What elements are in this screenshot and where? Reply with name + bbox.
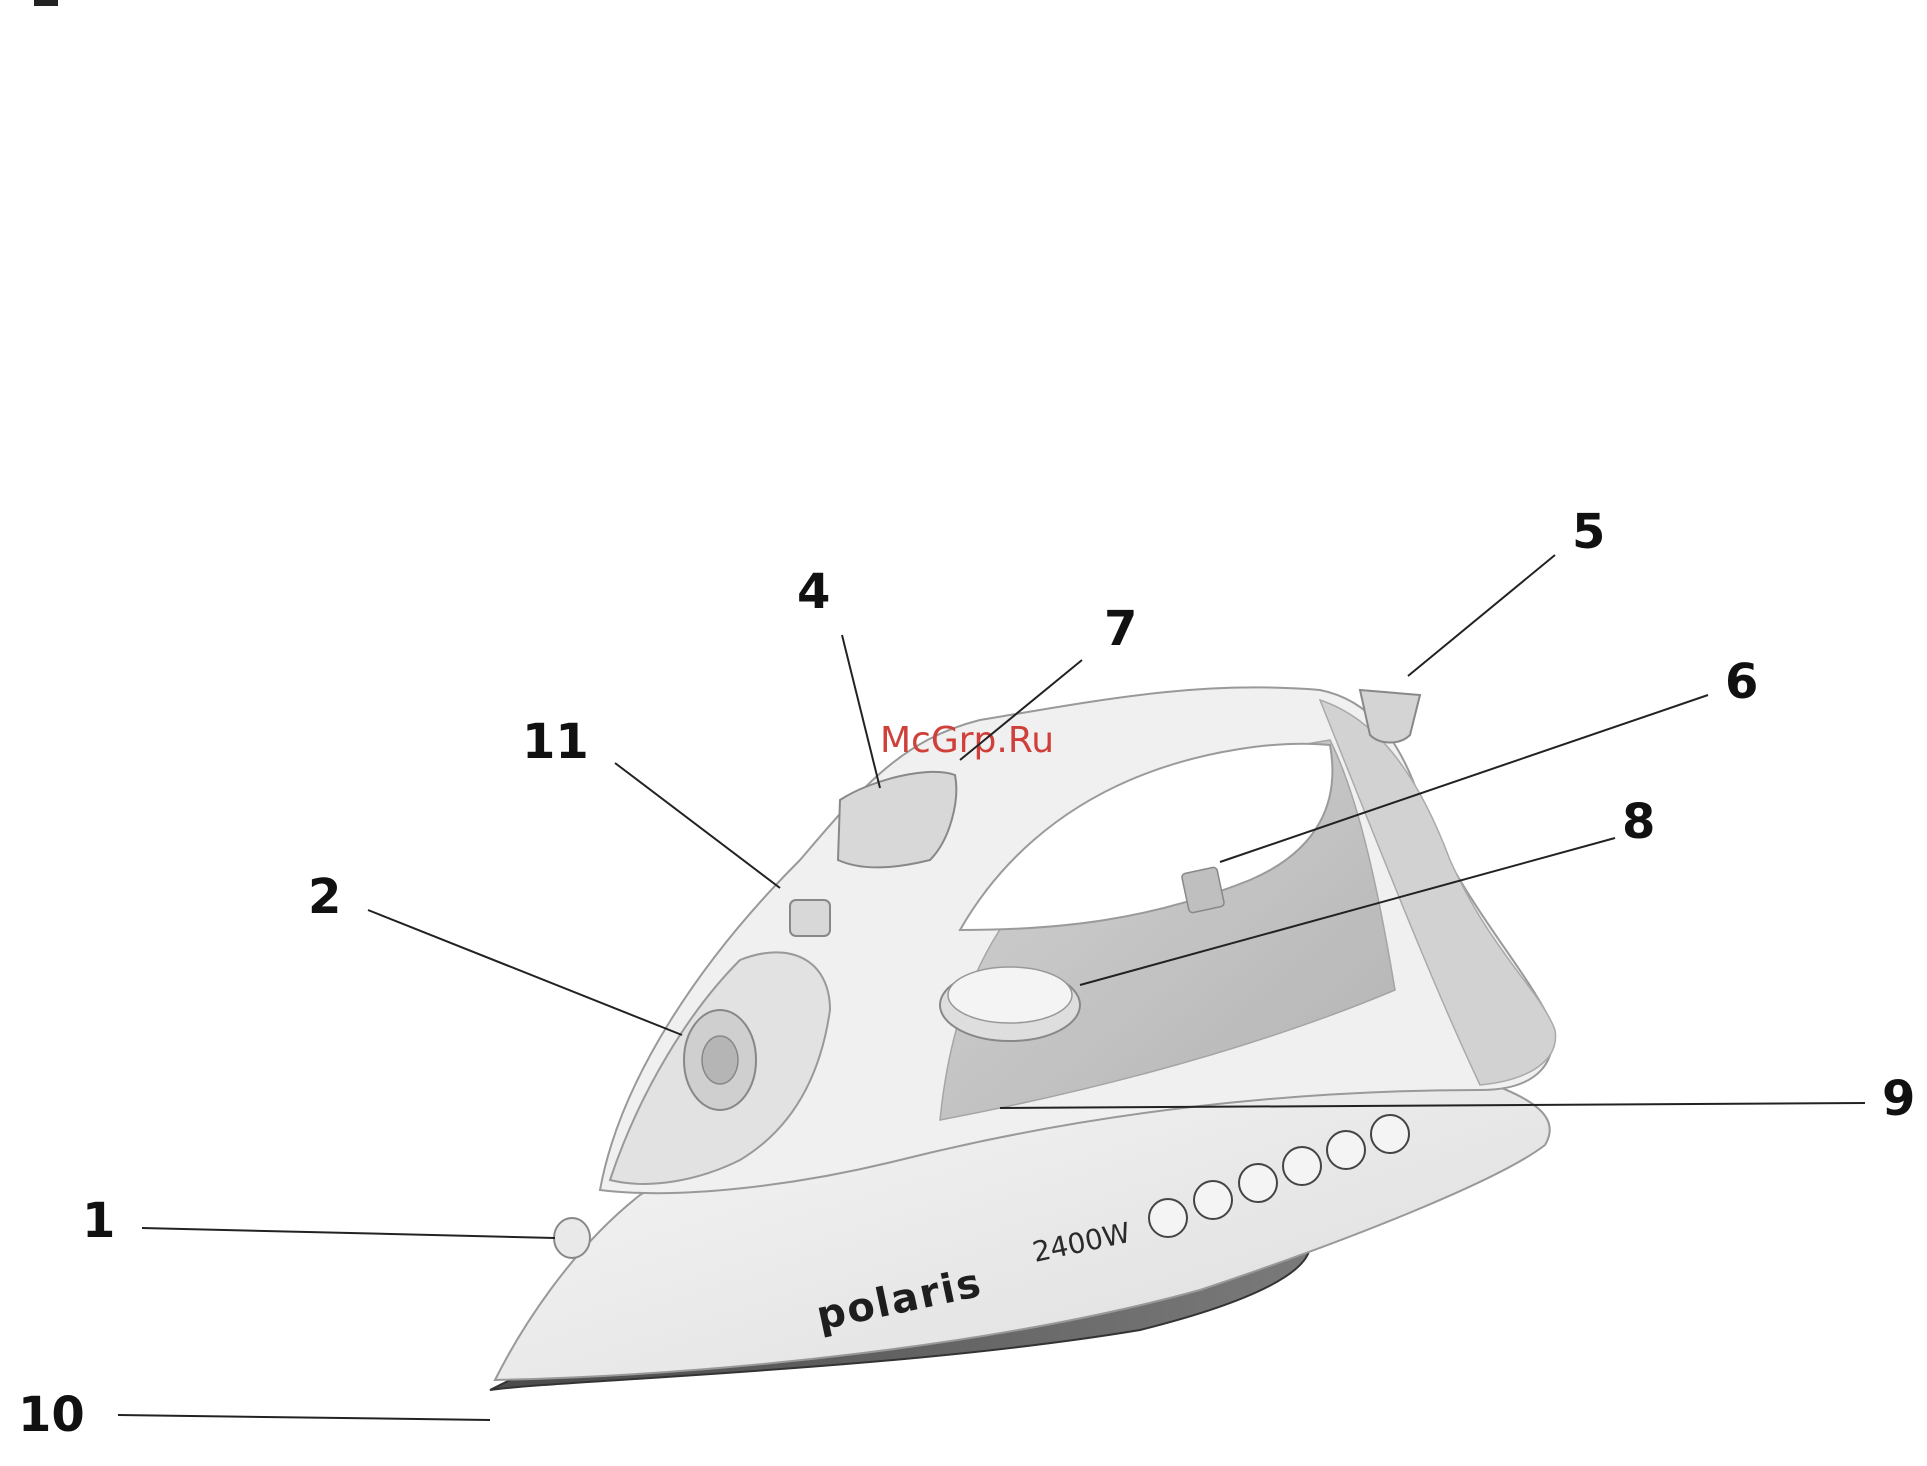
leader-5 — [1408, 555, 1555, 676]
spray-button — [790, 900, 830, 936]
callout-6: 6 — [1725, 654, 1758, 710]
spray-nozzle-inner — [702, 1036, 738, 1084]
callout-5: 5 — [1572, 504, 1605, 560]
callout-1: 1 — [82, 1193, 115, 1249]
corner-mark — [34, 0, 58, 6]
callout-9: 9 — [1882, 1071, 1915, 1127]
leader-11 — [615, 763, 780, 888]
callout-10: 10 — [18, 1387, 85, 1443]
leader-2 — [368, 910, 682, 1035]
leader-4 — [842, 635, 880, 788]
callout-2: 2 — [308, 869, 341, 925]
leader-10 — [118, 1415, 490, 1420]
leader-1 — [142, 1228, 555, 1238]
water-inlet-lid — [554, 1218, 590, 1258]
iron-illustration: polaris 2400W — [490, 687, 1556, 1390]
callout-4: 4 — [797, 564, 830, 620]
temperature-dial-top — [948, 967, 1072, 1023]
callout-7: 7 — [1104, 601, 1137, 657]
steam-regulator — [1181, 867, 1225, 914]
callout-8: 8 — [1622, 794, 1655, 850]
self-clean-button — [1360, 690, 1420, 743]
callout-11: 11 — [522, 714, 589, 770]
